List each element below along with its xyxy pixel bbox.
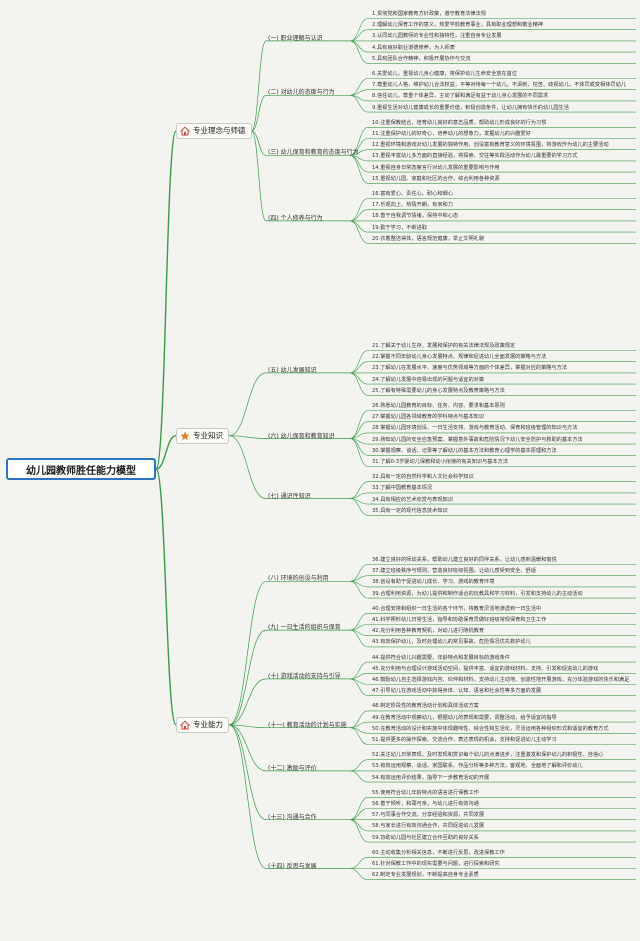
leaf-item: 45.充分利用与合理设计游戏活动空间，提供丰富、适宜的游戏材料，支持、引发和促进… <box>372 665 599 672</box>
leaf-item: 48.制定阶段性的教育活动计划和具体活动方案 <box>372 703 479 710</box>
leaf-item: 34.具有相应的艺术欣赏与表现知识 <box>372 496 453 503</box>
leaf-item: 56.善于倾听，和蔼可亲，与幼儿进行有效沟通 <box>372 801 479 807</box>
leaf-item: 40.合理安排和组织一日生活的各个环节，将教育灵活地渗透到一日生活中 <box>372 605 542 612</box>
leaf-item: 59.协助幼儿园与社区建立合作互助的良好关系 <box>372 834 479 841</box>
leaf-item: 6.关爱幼儿，重视幼儿身心健康，将保护幼儿生命安全放在首位 <box>372 71 518 77</box>
leaf-item: 60.主动收集分析相关信息，不断进行反思，改进保教工作 <box>372 849 505 856</box>
leaf-item: 47.引导幼儿在游戏活动中获得身体、认知、语言和社会性等多方面的发展 <box>372 688 542 695</box>
leaf-item: 42.充分利用各种教育契机，对幼儿进行随机教育 <box>372 628 485 635</box>
branch-label: 专业理念与师德 <box>193 126 246 136</box>
sub-topic: (十二) 激励与评价 <box>268 764 317 772</box>
leaf-item: 43.有效保护幼儿，及时处理幼儿的常见事故，危险情况优先救护幼儿 <box>372 639 531 646</box>
sub-topic: (十一) 教育活动的计划与实施 <box>268 721 347 729</box>
sub-topic: (二) 对幼儿的态度与行为 <box>268 89 335 97</box>
leaf-item: 36.建立良好的师幼关系，帮助幼儿建立良好的同伴关系，让幼儿感到温暖和愉悦 <box>372 557 557 563</box>
home-icon <box>179 720 191 730</box>
sub-topic: (十四) 反思与发展 <box>268 862 317 870</box>
sub-topic: (一) 职业理解与认识 <box>268 34 323 42</box>
leaf-item: 20.衣着整洁得体，语言规范健康，举止文明礼貌 <box>372 235 485 242</box>
leaf-item: 1.贯彻党和国家教育方针政策，遵守教育法律法规 <box>372 11 486 17</box>
leaf-item: 8.信任幼儿，尊重个体差异，主动了解和满足有益于幼儿身心发展的不同需求 <box>372 93 549 100</box>
leaf-item: 13.重视丰富幼儿多方面的直接经验，将探索、交往等实践活动作为幼儿最重要的学习方… <box>372 153 578 160</box>
branch-topic: 专业理念与师德 <box>176 122 252 139</box>
leaf-item: 33.了解中国教育基本情况 <box>372 485 433 492</box>
sub-topic: (五) 幼儿发展知识 <box>268 366 317 374</box>
leaf-item: 24.了解幼儿发展中容易出现的问题与适宜的对策 <box>372 376 485 383</box>
leaf-item: 38.创设有助于促进幼儿成长、学习、游戏的教育环境 <box>372 579 495 586</box>
leaf-item: 10.注重保教结合，培育幼儿良好的意志品质，帮助幼儿形成良好的行为习惯 <box>372 119 547 126</box>
leaf-item: 57.与同事合作交流，分享经验和资源，共同发展 <box>372 812 485 819</box>
leaf-item: 35.具有一定的现代信息技术知识 <box>372 507 448 514</box>
leaf-item: 15.重视幼儿园、家庭和社区的合作，综合利用各种资源 <box>372 175 500 182</box>
leaf-item: 12.重视环境和游戏对幼儿发展的独特作用，创设富有教育意义的环境氛围，将游戏作为… <box>372 142 609 149</box>
leaf-item: 54.有效运用评价结果，指导下一步教育活动的开展 <box>372 774 490 781</box>
leaf-item: 9.重视生活对幼儿健康成长的重要价值，积极创造条件，让幼儿拥有快乐的幼儿园生活 <box>372 104 569 111</box>
leaf-item: 52.关注幼儿日常表现，及时发现和赏识每个幼儿的点滴进步，注重激发和保护幼儿的积… <box>372 752 604 759</box>
leaf-item: 19.勤于学习，不断进取 <box>372 224 427 231</box>
sub-topic: (四) 个人修养与行为 <box>268 214 323 222</box>
branch-label: 专业知识 <box>193 431 223 441</box>
root-node: 幼儿园教师胜任能力模型 <box>6 458 156 480</box>
leaf-item: 22.掌握不同年龄幼儿身心发展特点、规律和促进幼儿全面发展的策略与方法 <box>372 354 547 361</box>
leaf-item: 17.乐观向上、热情开朗，有亲和力 <box>372 202 453 209</box>
leaf-item: 29.熟知幼儿园的安全应急预案，掌握意外事故和危险情况下幼儿安全防护与救助的基本… <box>372 436 583 443</box>
sub-topic: (三) 幼儿保育和教育的态度与行为 <box>268 149 359 157</box>
leaf-item: 49.在教育活动中观察幼儿，根据幼儿的表现和需要，调整活动，给予适宜的指导 <box>372 714 557 721</box>
leaf-item: 3.认同幼儿园教师的专业性和独特性，注重自身专业发展 <box>372 33 502 40</box>
leaf-item: 2.理解幼儿保育工作的意义，热爱学前教育事业，具有职业理想和敬业精神 <box>372 22 543 29</box>
leaf-item: 41.科学照料幼儿日常生活，指导和协助保育员做好班级常规保育和卫生工作 <box>372 617 547 623</box>
sub-topic: (十三) 沟通与合作 <box>268 813 317 821</box>
leaf-item: 50.在教育活动的设计和实施中体现趣味性、综合性和生活化，灵活运用各种组织形式和… <box>372 725 609 732</box>
leaf-item: 23.了解幼儿在发展水平、速度与优势领域等方面的个体差异，掌握对应的策略与方法 <box>372 365 568 372</box>
leaf-item: 16.富有爱心、责任心、耐心和细心 <box>372 191 453 197</box>
leaf-item: 26.熟悉幼儿园教育的目标、任务、内容、要求和基本原则 <box>372 403 505 409</box>
leaf-item: 53.有效运用观察、谈话、家园联系、作品分析等多种方法，客观地、全面地了解和评价… <box>372 763 583 770</box>
branch-topic: 专业能力 <box>176 716 229 733</box>
home-icon <box>179 126 191 136</box>
leaf-item: 11.注重保护幼儿的好奇心，培养幼儿的想象力，发掘幼儿的兴趣爱好 <box>372 131 531 137</box>
leaf-item: 28.掌握幼儿园环境创设、一日生活安排、游戏与教育活动、保育和班级管理的知识与方… <box>372 425 578 432</box>
sub-topic: (七) 通识性知识 <box>268 492 311 500</box>
branch-label: 专业能力 <box>193 720 223 730</box>
branch-topic: 专业知识 <box>176 427 229 444</box>
star-icon <box>180 431 190 441</box>
leaf-item: 30.掌握观察、谈话、记录等了解幼儿的基本方法和教育心理学的基本原理和方法 <box>372 447 557 454</box>
leaf-item: 5.具有团队合作精神，积极开展协作与交流 <box>372 55 471 62</box>
leaf-item: 44.提供符合幼儿兴趣需要、年龄特点和发展目标的游戏条件 <box>372 654 510 661</box>
leaf-item: 21.了解关于幼儿生存、发展和保护的有关法律法规及政策规定 <box>372 343 516 349</box>
leaf-item: 37.建立班级秩序与规则，营造良好班级氛围，让幼儿感受到安全、舒适 <box>372 568 536 575</box>
leaf-item: 51.提供更多的操作探索、交流合作、表达表现的机会，支持和促进幼儿主动学习 <box>372 737 557 743</box>
leaf-item: 32.具有一定的自然科学和人文社会科学知识 <box>372 474 474 481</box>
leaf-item: 61.针对保教工作中的现实需要与问题，进行探索和研究 <box>372 861 500 867</box>
sub-topic: (九) 一日生活的组织与保育 <box>268 624 341 632</box>
leaf-item: 14.重视自身日常态度言行对幼儿发展的重要影响与作用 <box>372 164 500 171</box>
leaf-item: 7.尊重幼儿人格，维护幼儿合法权益，平等对待每一个幼儿。不讽刺、挖苦、歧视幼儿，… <box>372 82 626 89</box>
leaf-item: 4.具有良好职业道德修养，为人师表 <box>372 44 455 51</box>
sub-topic: (六) 幼儿保育和教育知识 <box>268 432 335 440</box>
leaf-item: 31.了解0-3岁婴幼儿保教和幼小衔接的有关知识与基本方法 <box>372 459 509 465</box>
leaf-item: 39.合理利用资源，为幼儿提供和制作适合的玩教具和学习材料，引发和支持幼儿的主动… <box>372 590 583 597</box>
leaf-item: 25.了解有特殊需要幼儿的身心发展特点及教育策略与方法 <box>372 387 505 394</box>
leaf-item: 55.使用符合幼儿年龄特点的语言进行保教工作 <box>372 789 479 796</box>
leaf-item: 18.善于自我调节情绪，保持平和心态 <box>372 213 459 220</box>
leaf-item: 62.制定专业发展规划，不断提高自身专业素质 <box>372 872 479 879</box>
sub-topic: (八) 环境的创设与利用 <box>268 575 329 583</box>
leaf-item: 27.掌握幼儿园各领域教育的学科特点与基本知识 <box>372 414 485 421</box>
leaf-item: 58.与家长进行有效沟通合作，共同促进幼儿发展 <box>372 823 485 830</box>
leaf-item: 46.鼓励幼儿自主选择游戏内容、伙伴和材料，支持幼儿主动地、创造性地开展游戏，充… <box>372 677 630 683</box>
sub-topic: (十) 游戏活动的支持与引导 <box>268 672 341 680</box>
